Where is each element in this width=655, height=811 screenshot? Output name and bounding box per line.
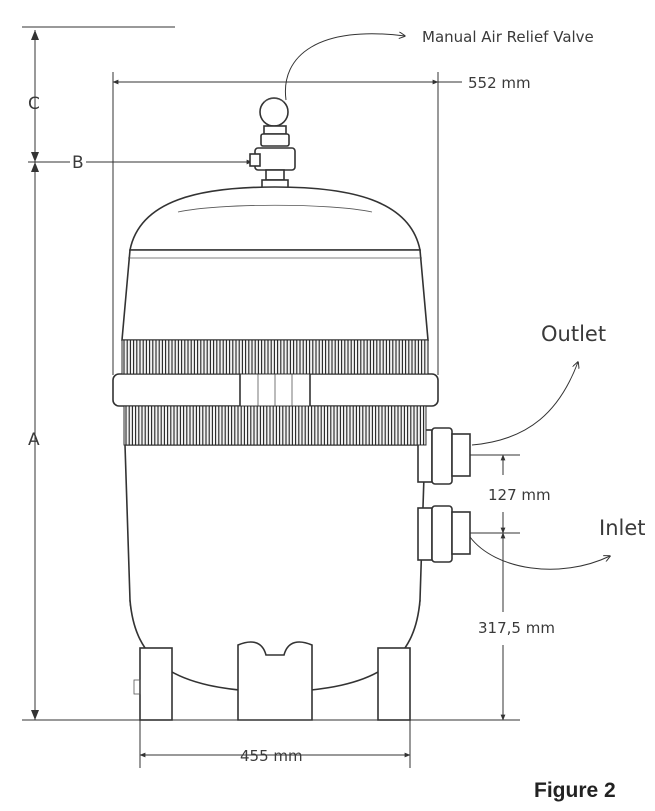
dimension-a-label: A bbox=[28, 430, 40, 450]
width-base-label: 455 mm bbox=[240, 747, 303, 765]
inlet-label: Inlet bbox=[599, 516, 646, 540]
dimension-c-label: C bbox=[28, 94, 40, 114]
inlet-fitting bbox=[417, 505, 471, 563]
spacing-label: 127 mm bbox=[488, 486, 551, 504]
outlet-label: Outlet bbox=[541, 322, 606, 346]
filter-body bbox=[112, 97, 471, 721]
outlet-fitting bbox=[417, 427, 471, 485]
pleat-band-upper bbox=[121, 339, 429, 375]
width-top-label: 552 mm bbox=[468, 74, 531, 92]
callout-arrows bbox=[284, 34, 610, 570]
figure-caption: Figure 2 bbox=[534, 779, 616, 802]
pleat-band-lower bbox=[123, 405, 427, 446]
dimension-b-label: B bbox=[72, 153, 84, 173]
air-valve-label: Manual Air Relief Valve bbox=[422, 28, 594, 46]
dimension-lines bbox=[22, 26, 520, 768]
air-relief-valve bbox=[249, 97, 296, 189]
inlet-height-label: 317,5 mm bbox=[478, 619, 555, 637]
